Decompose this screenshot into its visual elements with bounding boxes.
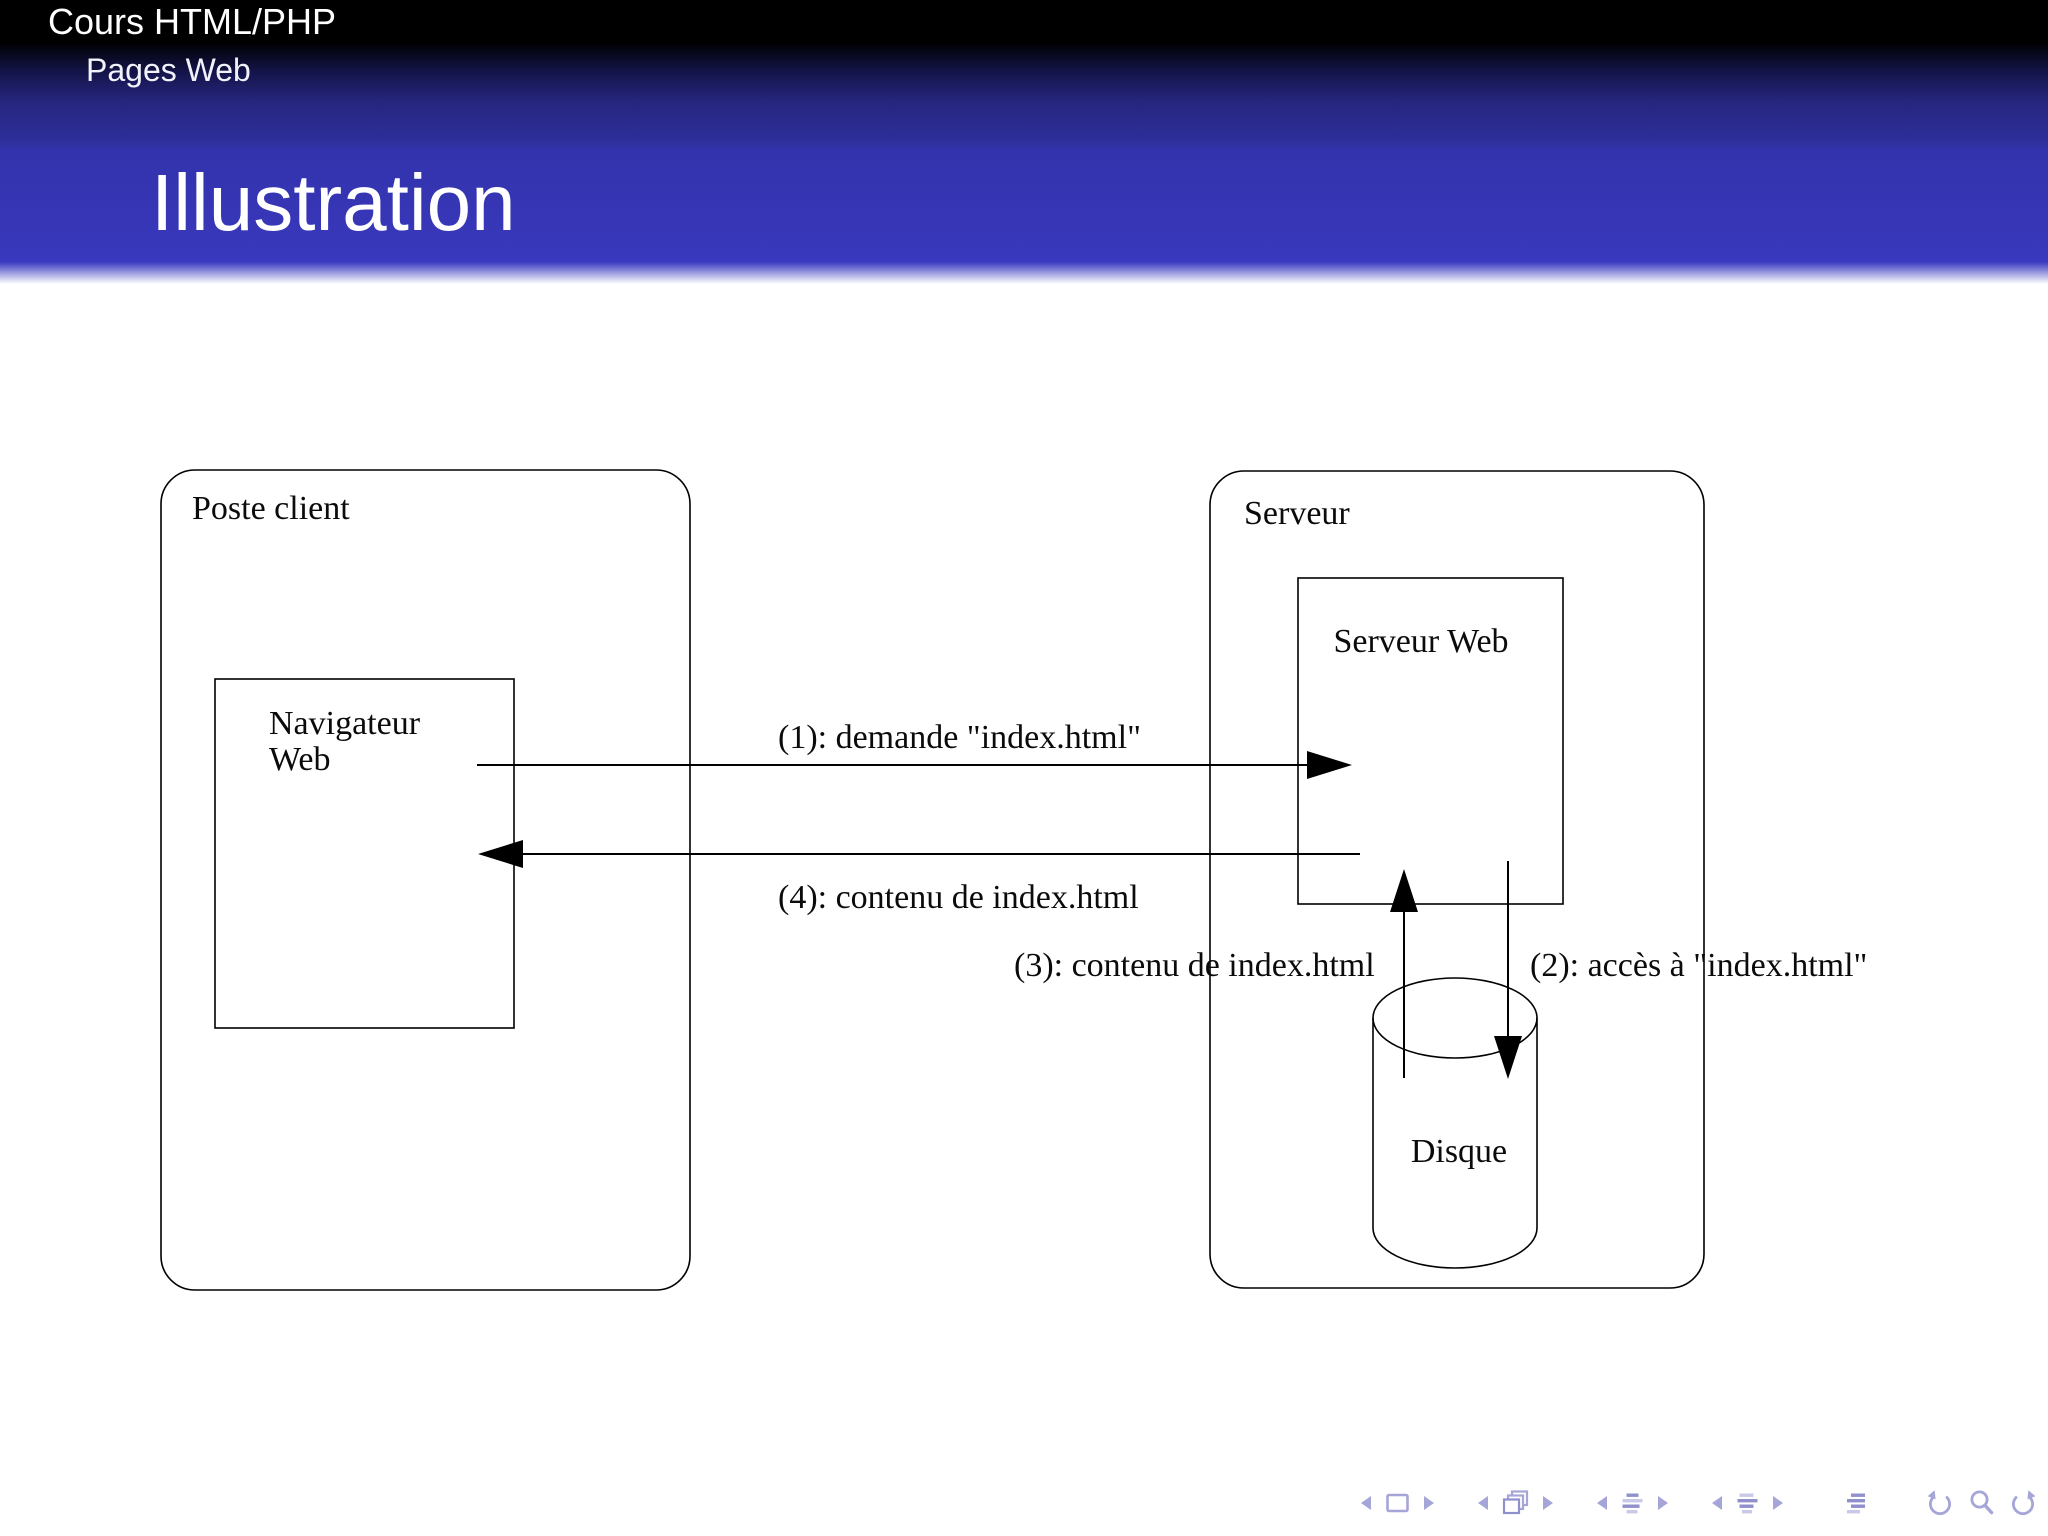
next-slide-icon[interactable] <box>1423 1494 1437 1512</box>
arrow-disk-read-label: (3): contenu de index.html <box>1014 947 1375 984</box>
arrow-response <box>478 840 1360 868</box>
next-frame-icon[interactable] <box>1542 1494 1556 1512</box>
beamer-navigation-bar <box>1358 1488 2038 1518</box>
arrow-disk-access-label: (2): accès à "index.html" <box>1530 947 1867 984</box>
go-back-icon[interactable] <box>1925 1488 1955 1518</box>
frame-title: Illustration <box>151 158 516 247</box>
outline-group <box>1844 1492 1867 1514</box>
section-nav-group <box>1709 1492 1786 1514</box>
section-title: Pages Web <box>86 52 251 88</box>
subsection-nav-group <box>1594 1492 1671 1514</box>
prev-section-icon[interactable] <box>1709 1494 1723 1512</box>
browser-label-line1: Navigateur <box>269 705 421 742</box>
disk-label: Disque <box>1411 1133 1507 1170</box>
section-lines-icon[interactable] <box>1736 1492 1759 1514</box>
arrow-request-label: (1): demande "index.html" <box>778 719 1141 756</box>
arrow-disk-read <box>1390 869 1418 1078</box>
slide-header: Cours HTML/PHP Pages Web Illustration <box>0 0 2048 290</box>
web-server-box <box>1297 577 1564 905</box>
frame-stack-icon[interactable] <box>1502 1490 1529 1516</box>
client-group-label: Poste client <box>192 490 350 527</box>
web-server-label: Serveur Web <box>1333 623 1508 660</box>
next-subsection-icon[interactable] <box>1657 1494 1671 1512</box>
frame-nav-group <box>1475 1490 1556 1516</box>
arrow-response-label: (4): contenu de index.html <box>778 879 1139 916</box>
slide-frame-icon[interactable] <box>1385 1492 1410 1514</box>
next-section-icon[interactable] <box>1772 1494 1786 1512</box>
prev-subsection-icon[interactable] <box>1594 1494 1608 1512</box>
outline-lines-icon[interactable] <box>1844 1492 1867 1514</box>
arrow-disk-access <box>1494 861 1522 1079</box>
prev-frame-icon[interactable] <box>1475 1494 1489 1512</box>
arrow-request <box>477 751 1352 779</box>
server-group-label: Serveur <box>1244 495 1350 532</box>
history-search-group <box>1925 1488 2038 1518</box>
subsection-lines-icon[interactable] <box>1621 1492 1644 1514</box>
client-group-box <box>160 469 691 1291</box>
server-group-box <box>1209 470 1705 1289</box>
prev-slide-icon[interactable] <box>1358 1494 1372 1512</box>
go-forward-icon[interactable] <box>2008 1488 2038 1518</box>
search-icon[interactable] <box>1968 1489 1995 1517</box>
disk-cylinder <box>1372 977 1538 1269</box>
browser-label-line2: Web <box>269 741 330 778</box>
course-title: Cours HTML/PHP <box>48 1 337 42</box>
slide-nav-group <box>1358 1492 1437 1514</box>
